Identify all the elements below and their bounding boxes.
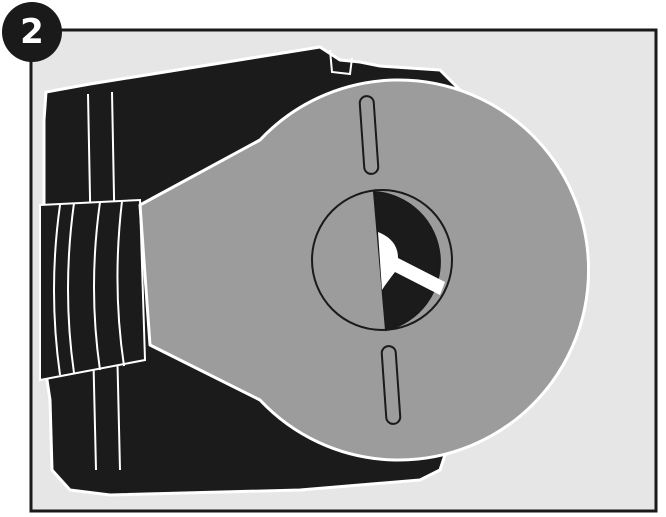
tube-ribs	[53, 200, 125, 376]
hub-key	[378, 232, 445, 295]
intake-tube	[39, 198, 147, 382]
disc-slot-top	[358, 95, 380, 175]
step-number-badge: 2	[2, 2, 62, 62]
top-notch	[329, 49, 353, 76]
step-number: 2	[20, 12, 44, 52]
disc-slot-bottom	[380, 345, 402, 425]
hub-dark-half	[372, 190, 441, 332]
